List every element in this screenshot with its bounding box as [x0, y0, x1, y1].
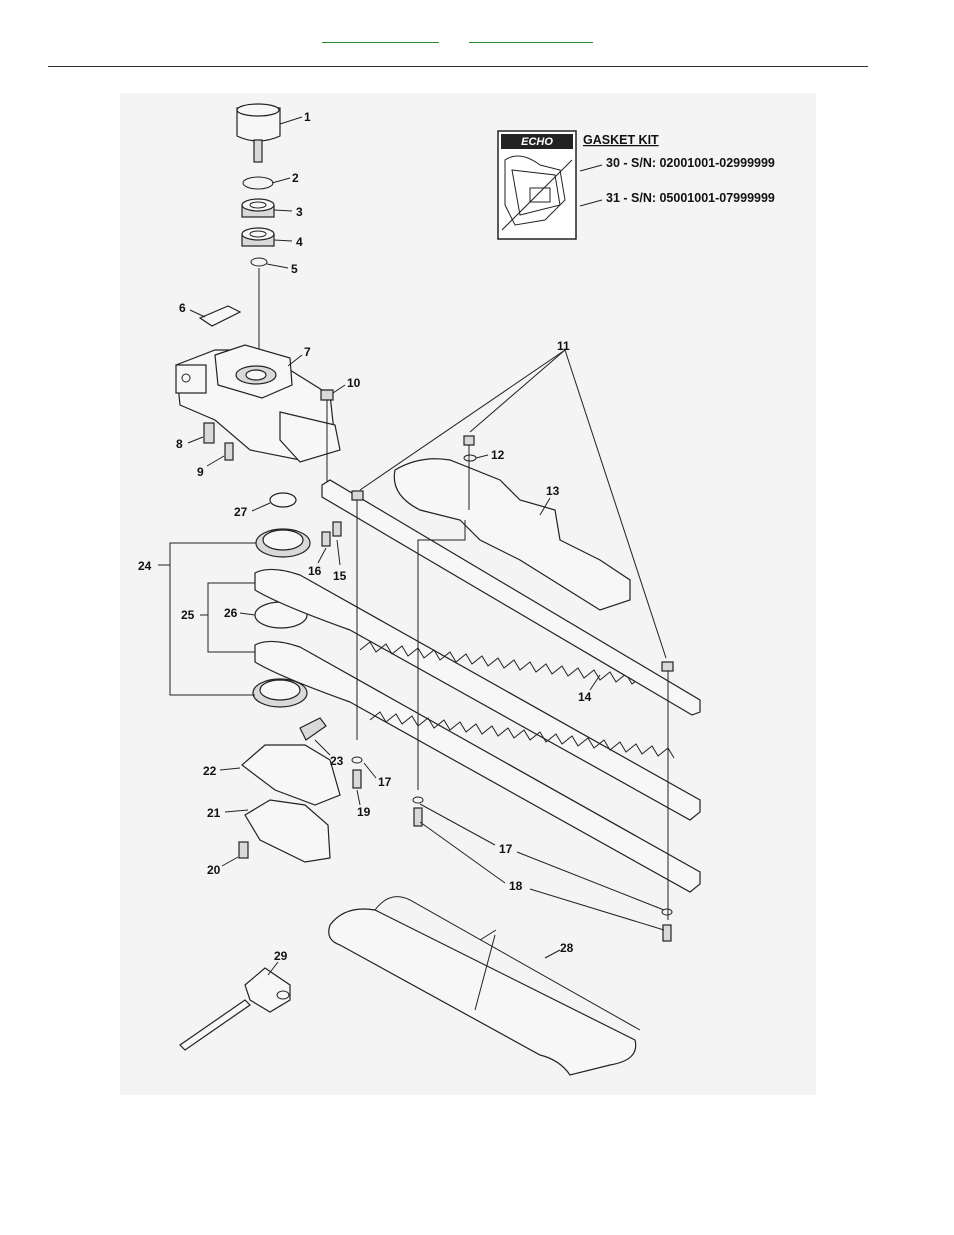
- combination-wrench: [179, 967, 291, 1051]
- gear-case: [175, 344, 341, 463]
- callout-24: 24: [138, 559, 152, 573]
- callout-23: 23: [330, 754, 344, 768]
- gasket-kit-title: GASKET KIT: [583, 133, 659, 147]
- callout-3: 3: [296, 205, 303, 219]
- echo-logo: ECHO: [521, 136, 553, 148]
- callout-15: 15: [333, 569, 347, 583]
- callout-13: 13: [546, 484, 560, 498]
- gasket-22: [241, 744, 341, 806]
- callout-22: 22: [203, 764, 217, 778]
- gasket-21: [244, 799, 331, 863]
- callout-26: 26: [224, 606, 238, 620]
- diagram-panel: [120, 93, 816, 1095]
- nav-link-2[interactable]: [469, 36, 593, 43]
- header-divider: [48, 66, 868, 67]
- callout-14: 14: [578, 690, 592, 704]
- callout-18: 18: [509, 879, 523, 893]
- callout-16: 16: [308, 564, 322, 578]
- callout-6: 6: [179, 301, 186, 315]
- callout-11: 11: [557, 339, 570, 353]
- cover-plate: [393, 458, 631, 611]
- callout-4: 4: [296, 235, 303, 249]
- callout-7: 7: [304, 345, 311, 359]
- callout-8: 8: [176, 437, 183, 451]
- callout-12: 12: [491, 448, 505, 462]
- blade-teeth: [359, 641, 675, 759]
- callout-19: 19: [357, 805, 371, 819]
- callout-5: 5: [291, 262, 298, 276]
- gasket-kit-box: ECHO: [497, 130, 577, 240]
- callout-9: 9: [197, 465, 204, 479]
- callout-2: 2: [292, 171, 299, 185]
- knob-part: [236, 103, 281, 163]
- gasket-kit-entry-30: 30 - S/N: 02001001-02999999: [606, 156, 775, 170]
- guide-bar: [321, 479, 701, 716]
- callout-25: 25: [181, 608, 195, 622]
- callout-17-lower: 17: [499, 842, 513, 856]
- callout-10: 10: [347, 376, 361, 390]
- callout-20: 20: [207, 863, 221, 877]
- callout-21: 21: [207, 806, 221, 820]
- upper-blade: [254, 568, 701, 893]
- bearing-4: [241, 227, 275, 247]
- callout-27: 27: [234, 505, 248, 519]
- bearing-3: [241, 198, 275, 218]
- callout-28: 28: [560, 941, 574, 955]
- nav-link-1[interactable]: [322, 36, 439, 43]
- callout-1: 1: [304, 110, 311, 124]
- blade-cover: [328, 896, 641, 1076]
- callout-29: 29: [274, 949, 288, 963]
- gasket-kit-entry-31: 31 - S/N: 05001001-07999999: [606, 191, 775, 205]
- callout-17-upper: 17: [378, 775, 392, 789]
